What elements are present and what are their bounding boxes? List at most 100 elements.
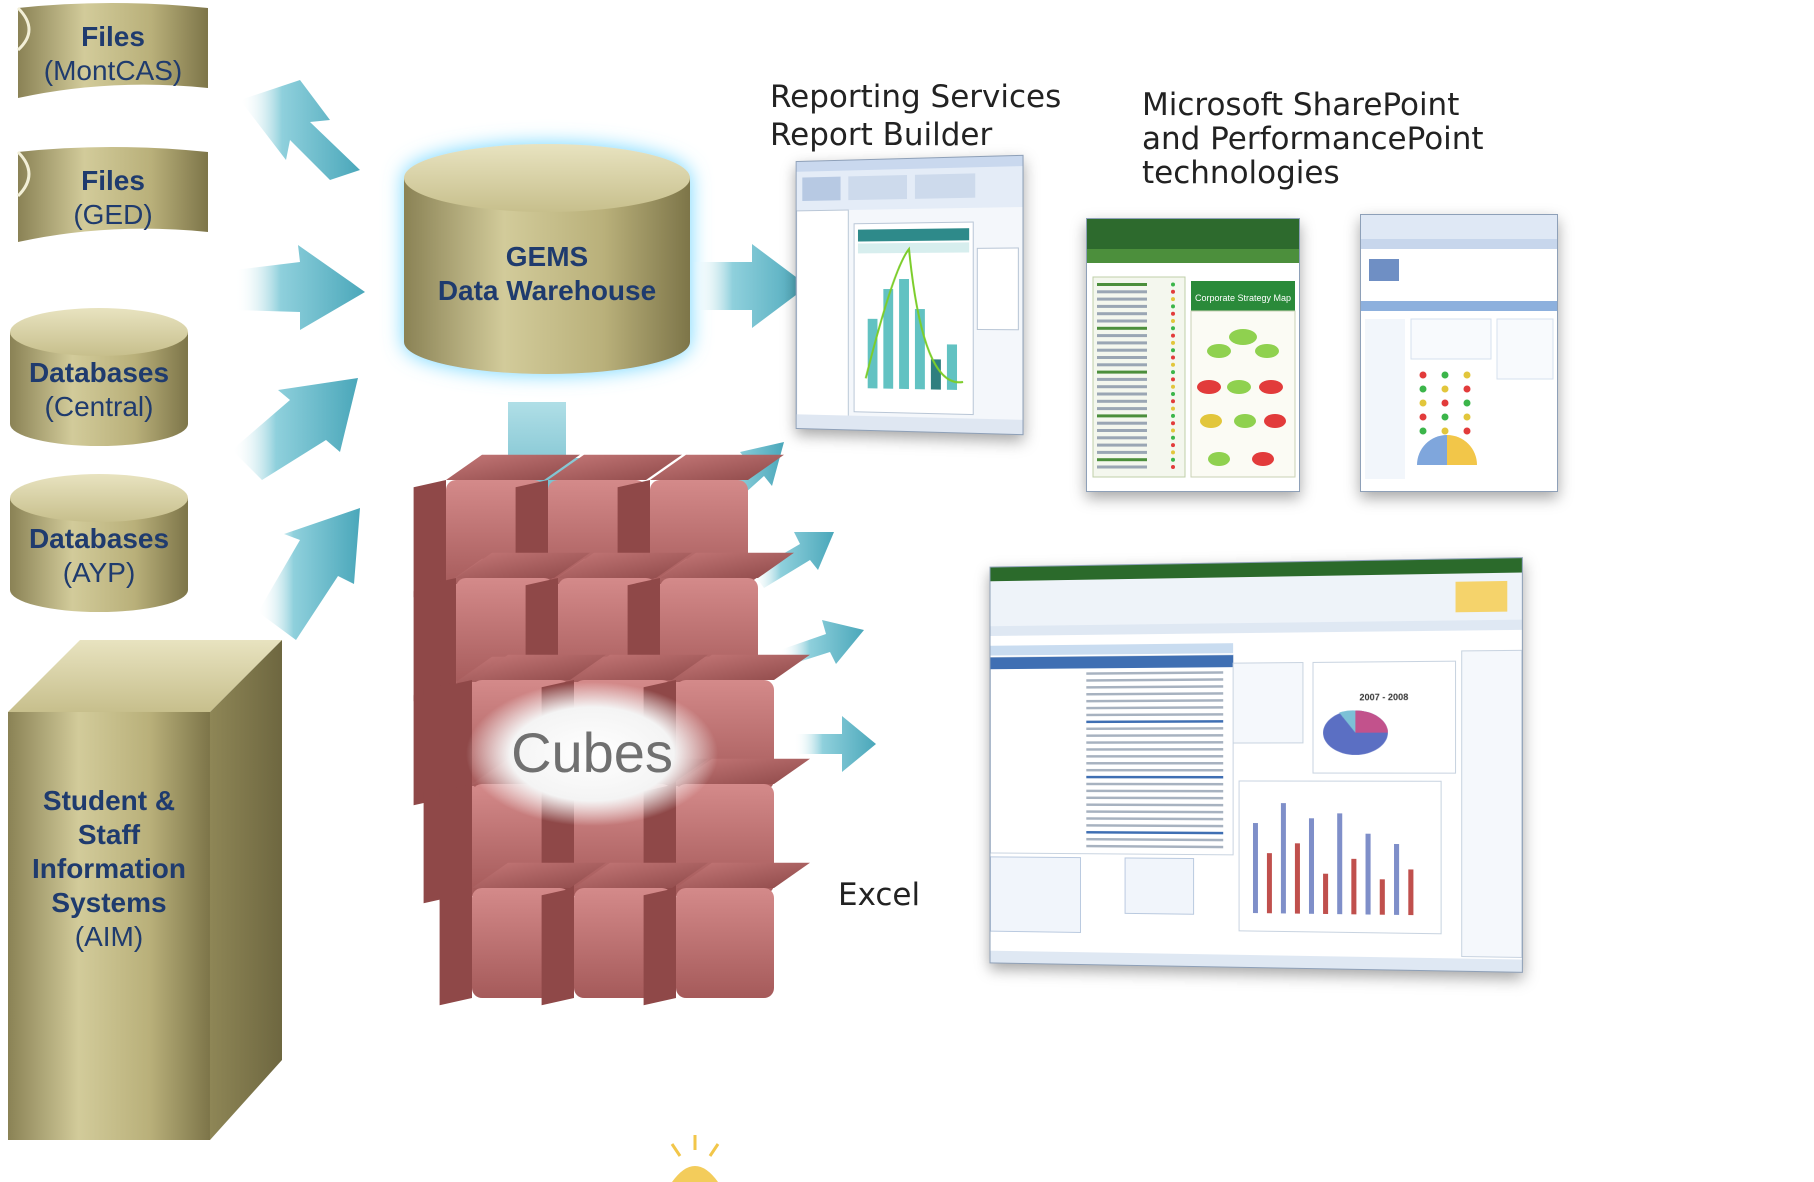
source-title-line: Student & xyxy=(42,785,176,816)
report-builder-screenshot xyxy=(795,154,1024,436)
excel-table-row xyxy=(1086,727,1224,731)
pp-scorecard-row xyxy=(1097,429,1147,432)
warehouse-line2: Data Warehouse xyxy=(437,275,657,306)
excel-chart-bar xyxy=(1351,858,1357,915)
pp-scorecard-row xyxy=(1097,458,1147,462)
pp-status-indicator xyxy=(1171,450,1175,455)
pp-scorecard-row xyxy=(1097,297,1147,301)
source-subtitle: (AIM) xyxy=(74,921,144,952)
excel-table-row xyxy=(1086,741,1224,744)
excel-chart-bar xyxy=(1365,833,1371,915)
gems-data-warehouse-cylinder xyxy=(404,144,690,374)
excel-chart-bar xyxy=(1308,818,1315,914)
pp-status-indicator xyxy=(1171,289,1175,294)
pp-scorecard-row xyxy=(1097,392,1147,396)
cube-top-face xyxy=(660,552,794,578)
pp-scorecard-row xyxy=(1097,283,1147,286)
pp-status-indicator xyxy=(1171,282,1175,287)
pp-status-indicator xyxy=(1171,443,1175,448)
sharepoint-thumbnail xyxy=(1361,215,1557,479)
pp-scorecard-row xyxy=(1097,363,1147,367)
excel-chart-bar xyxy=(1379,879,1385,915)
pp-status-indicator xyxy=(1171,435,1175,440)
pp-status-indicator xyxy=(1171,304,1175,309)
cube-top-face xyxy=(650,454,784,480)
sharepoint-line1: Microsoft SharePoint xyxy=(1142,87,1460,123)
excel-chart-bar xyxy=(1252,822,1258,913)
sharepoint-line3: technologies xyxy=(1142,155,1340,191)
pp-status-indicator xyxy=(1171,377,1175,382)
pp-scorecard-row xyxy=(1097,304,1147,308)
pp-scorecard-row xyxy=(1097,348,1147,352)
sp-traffic-light xyxy=(1463,385,1471,393)
databases-central-cylinder xyxy=(10,308,188,446)
source-subtitle: (Central) xyxy=(44,391,154,422)
source-subtitle: (GED) xyxy=(73,199,153,230)
cube-front-face xyxy=(676,888,774,998)
report-builder-line1: Reporting Services xyxy=(770,79,1062,115)
source-title: Databases xyxy=(28,523,170,554)
files-ged-label: Files (GED) xyxy=(18,164,208,232)
sp-traffic-light xyxy=(1441,399,1449,407)
sp-traffic-light xyxy=(1441,427,1449,435)
sp-traffic-light xyxy=(1463,413,1471,421)
pp-scorecard-row xyxy=(1097,377,1147,381)
pp-scorecard-row xyxy=(1097,290,1147,294)
excel-chart-bar xyxy=(1280,803,1286,914)
sp-traffic-light xyxy=(1419,371,1427,379)
pp-scorecard-row xyxy=(1097,399,1147,403)
excel-table-row xyxy=(1086,734,1224,737)
cubes-label-glow xyxy=(466,682,718,826)
cube-top-face xyxy=(676,654,810,680)
report-builder-thumbnail xyxy=(797,155,1023,435)
cube-top-face xyxy=(472,654,606,680)
pp-status-indicator xyxy=(1171,457,1175,462)
excel-table-row xyxy=(1086,762,1224,765)
pp-status-indicator xyxy=(1171,311,1175,316)
excel-label: Excel xyxy=(838,877,921,913)
pp-status-indicator xyxy=(1171,362,1175,367)
pp-status-indicator xyxy=(1171,406,1175,411)
source-title: Files xyxy=(81,21,145,52)
source-title: Databases xyxy=(28,357,170,388)
cube-top-face xyxy=(558,552,692,578)
pp-scorecard-row xyxy=(1097,385,1147,389)
excel-table-row xyxy=(1086,803,1224,807)
excel-table-row xyxy=(1086,782,1224,786)
cube-top-face xyxy=(548,454,682,480)
files-ged-scroll xyxy=(16,147,208,242)
pp-status-indicator xyxy=(1171,465,1175,469)
pp-status-indicator xyxy=(1171,384,1175,389)
excel-table-row xyxy=(1086,789,1224,793)
excel-chart-bar xyxy=(1408,869,1414,916)
cube-side-face xyxy=(423,578,456,696)
pp-map-title: Corporate Strategy Map xyxy=(1195,293,1291,303)
cube-side-face xyxy=(541,888,574,1006)
pp-scorecard-row xyxy=(1097,465,1147,469)
excel-chart-bar xyxy=(1323,873,1329,915)
pp-status-indicator xyxy=(1171,333,1175,338)
cube-top-face xyxy=(574,862,708,888)
sp-traffic-light xyxy=(1463,427,1471,435)
pp-status-indicator xyxy=(1171,392,1175,396)
cube-top-face xyxy=(446,454,580,480)
source-title: Files xyxy=(81,165,145,196)
source-title-line: Systems xyxy=(51,887,167,918)
aim-box xyxy=(8,640,282,1140)
excel-chart-bar xyxy=(1294,843,1300,914)
sp-traffic-light xyxy=(1419,385,1427,393)
excel-screenshot: 2007 - 2008 xyxy=(989,557,1523,973)
cube-side-face xyxy=(439,784,472,902)
sp-traffic-light xyxy=(1441,371,1449,379)
source-subtitle: (MontCAS) xyxy=(43,55,183,86)
pp-status-indicator xyxy=(1171,297,1175,302)
sp-traffic-light xyxy=(1419,427,1427,435)
sun-logo xyxy=(670,1135,720,1182)
warehouse-output-arrow xyxy=(692,244,808,328)
aim-label: Student & Staff Information Systems (AIM… xyxy=(8,784,210,954)
excel-pie-title: 2007 - 2008 xyxy=(1359,692,1408,703)
input-arrows xyxy=(232,80,365,640)
source-title-line: Staff xyxy=(77,819,141,850)
pp-status-indicator xyxy=(1171,326,1175,331)
